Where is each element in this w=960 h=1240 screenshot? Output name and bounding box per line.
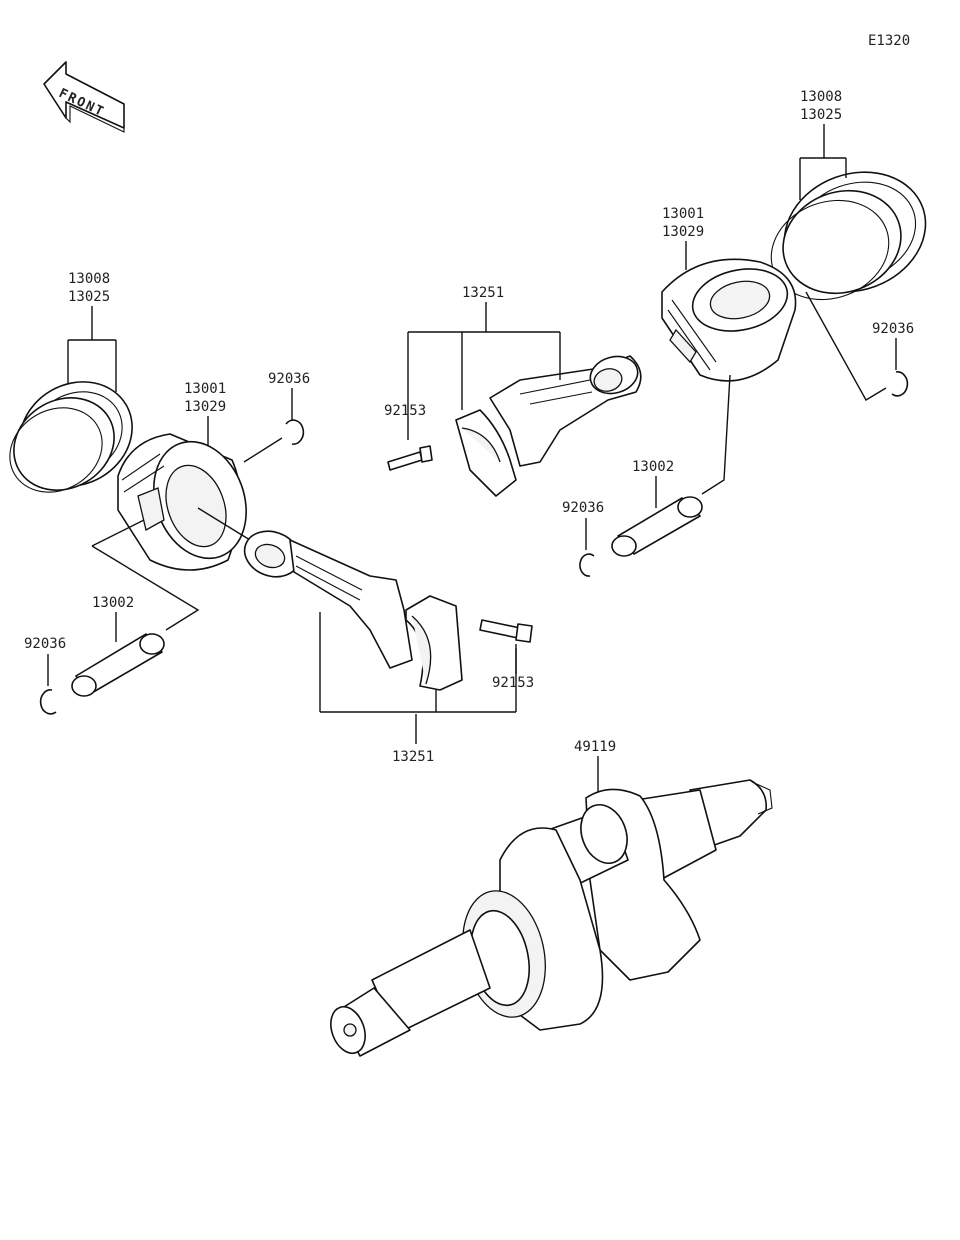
diagram-code: E1320 (868, 33, 910, 49)
bolt-left (479, 619, 533, 643)
label-rod-left: 13251 (392, 749, 434, 765)
label-clip-left-top: 92036 (268, 371, 310, 387)
circlip-left-top (285, 419, 305, 445)
label-clip-right-top: 92036 (872, 321, 914, 337)
piston-rings-right (770, 171, 927, 301)
label-piston-right-1: 13001 (662, 206, 704, 222)
label-piston-left-1: 13001 (184, 381, 226, 397)
circlip-right-top (891, 371, 909, 397)
label-pin-left: 13002 (92, 595, 134, 611)
crankshaft (330, 779, 773, 1057)
label-rings-right-2: 13025 (800, 107, 842, 123)
label-piston-right-2: 13029 (662, 224, 704, 240)
label-crankshaft: 49119 (574, 739, 616, 755)
label-bolt-left: 92153 (492, 675, 534, 691)
label-rings-right-1: 13008 (800, 89, 842, 105)
piston-pin-left (71, 633, 165, 697)
label-clip-left: 92036 (24, 636, 66, 652)
circlip-left (39, 689, 57, 715)
label-rings-left-2: 13025 (68, 289, 110, 305)
connecting-rod-left (243, 530, 463, 691)
front-arrow-icon: FRONT (43, 61, 125, 133)
circlip-right-mid (579, 553, 595, 577)
label-rings-left-1: 13008 (68, 271, 110, 287)
label-pin-right: 13002 (632, 459, 674, 475)
connecting-rod-right (455, 355, 642, 497)
piston-left (117, 433, 247, 571)
label-rod-right: 13251 (462, 285, 504, 301)
label-piston-left-2: 13029 (184, 399, 226, 415)
label-bolt-right: 92153 (384, 403, 426, 419)
label-clip-right-mid: 92036 (562, 500, 604, 516)
piston-right (661, 258, 797, 382)
bolt-right (387, 445, 433, 471)
piston-pin-right (611, 496, 703, 557)
piston-rings-left (9, 381, 133, 493)
